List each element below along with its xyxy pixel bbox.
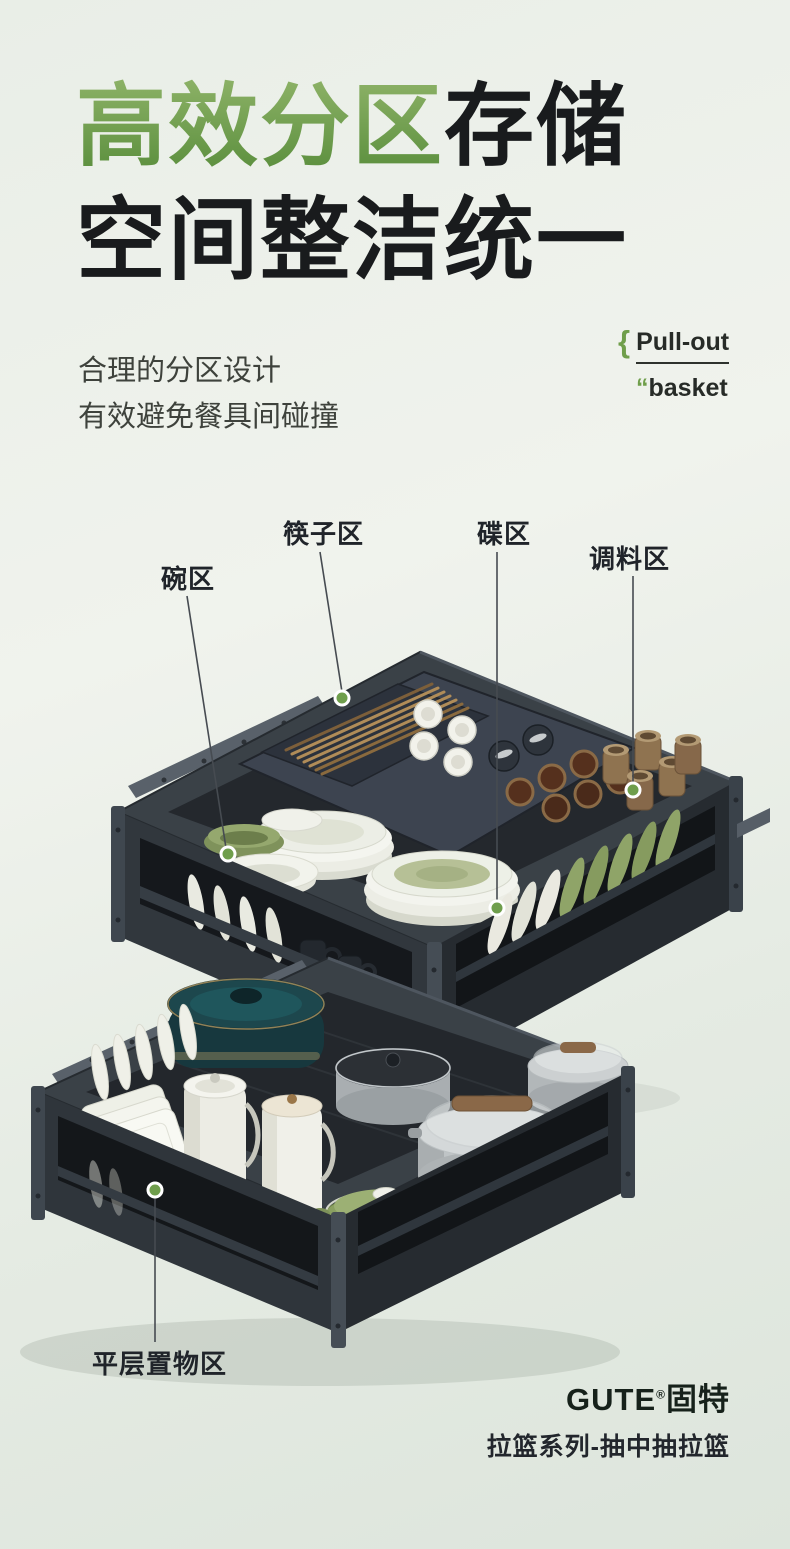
tagline-word2: basket — [648, 374, 728, 402]
title-line2: 空间整洁统一 — [76, 191, 628, 291]
rack-plates-right — [487, 809, 681, 955]
callout-dot-seasoning — [624, 781, 642, 799]
cups — [409, 699, 477, 777]
callout-lines — [154, 551, 634, 1342]
callout-label-chopsticks: 筷子区 — [283, 519, 365, 549]
lower-basket — [31, 956, 635, 1348]
callout-label-flat: 平层置物区 — [92, 1349, 228, 1379]
tagline-brace: { — [618, 324, 631, 359]
title-line1-dark: 存储 — [444, 77, 628, 177]
vertical-plates — [91, 1003, 197, 1101]
rice-cooker — [167, 978, 325, 1068]
tagline-row1: { Pull-out — [618, 324, 730, 364]
brand-name-cn: 固特 — [666, 1382, 730, 1417]
callout-dots — [146, 689, 642, 1199]
page-title: 高效分区存储 空间整洁统一 — [76, 70, 628, 298]
series-name: 拉篮系列-抽中抽拉篮 — [486, 1433, 730, 1461]
pot-dark-lid — [335, 1048, 451, 1125]
brand-logo: GUTE®固特 — [487, 1374, 730, 1419]
lower-basket-shadow — [20, 1318, 620, 1386]
callout-label-seasoning: 调料区 — [589, 544, 671, 574]
tagline-row2: “basket — [636, 374, 729, 403]
title-line1-green: 高效分区 — [76, 77, 444, 177]
callout-label-plate: 碟区 — [477, 519, 532, 549]
callout-dot-flat — [146, 1181, 164, 1199]
tagline: { Pull-out “basket — [618, 324, 730, 403]
callout-dot-bowl — [219, 845, 237, 863]
callout-label-bowl: 碗区 — [161, 564, 216, 594]
callout-dot-chopsticks — [333, 689, 351, 707]
subtitle-line1: 合理的分区设计 — [78, 355, 282, 387]
footer: GUTE®固特 拉篮系列-抽中抽拉篮 — [487, 1374, 730, 1463]
brand-reg-mark: ® — [656, 1387, 666, 1402]
callout-dot-plate — [488, 899, 506, 917]
subtitle: 合理的分区设计 有效避免餐具间碰撞 — [78, 348, 339, 440]
brand-name: GUTE — [566, 1382, 657, 1417]
title-line1: 高效分区存储 — [76, 70, 628, 184]
callout-line-bowl — [186, 595, 227, 849]
callout-line-chopsticks — [319, 551, 343, 693]
tagline-word1: Pull-out — [636, 328, 730, 364]
tagline-quote: “ — [636, 374, 649, 402]
subtitle-line2: 有效避免餐具间碰撞 — [78, 401, 340, 433]
